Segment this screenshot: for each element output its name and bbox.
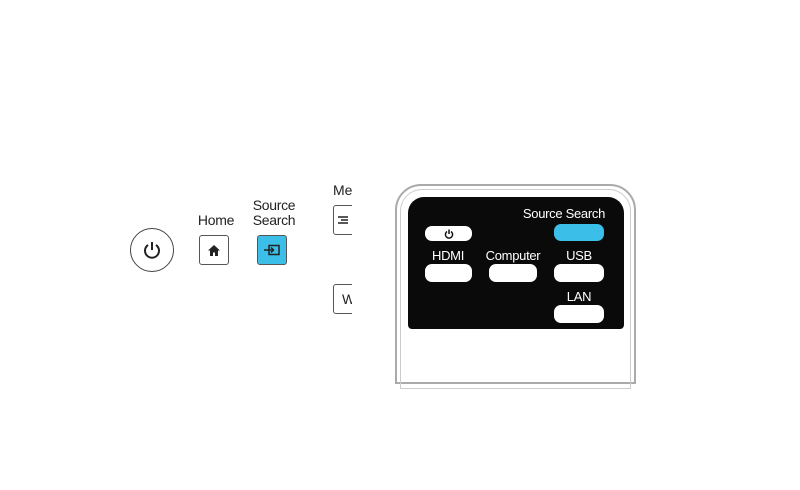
source-search-button[interactable]: [257, 235, 287, 265]
w-button[interactable]: W: [333, 284, 352, 314]
lan-label: LAN: [566, 289, 592, 304]
computer-label: Computer: [485, 248, 541, 263]
home-icon: [208, 244, 220, 256]
source-search-label-2: Search: [252, 212, 296, 228]
remote-outline-inner: [400, 189, 631, 389]
w-button-label: W: [342, 291, 352, 307]
hdmi-label: HDMI: [431, 248, 465, 263]
hdmi-button[interactable]: [425, 264, 472, 282]
remote-source-search-button[interactable]: [554, 224, 604, 241]
remote-power-button[interactable]: [425, 226, 472, 241]
home-button[interactable]: [199, 235, 229, 265]
power-icon: [144, 242, 160, 259]
source-icon: [264, 244, 280, 256]
power-button[interactable]: [130, 228, 174, 272]
lan-button[interactable]: [554, 305, 604, 323]
home-label: Home: [197, 212, 235, 228]
power-icon: [444, 229, 453, 239]
remote-outline: [395, 184, 636, 384]
menu-button[interactable]: [333, 205, 352, 235]
partial-panel-buttons: Me W: [320, 180, 352, 330]
remote-source-search-label: Source Search: [522, 206, 605, 221]
menu-icon: [338, 216, 348, 224]
menu-label: Me: [333, 182, 352, 198]
usb-label: USB: [566, 248, 592, 263]
usb-button[interactable]: [554, 264, 604, 282]
computer-button[interactable]: [489, 264, 537, 282]
source-search-label: Source: [252, 197, 296, 213]
